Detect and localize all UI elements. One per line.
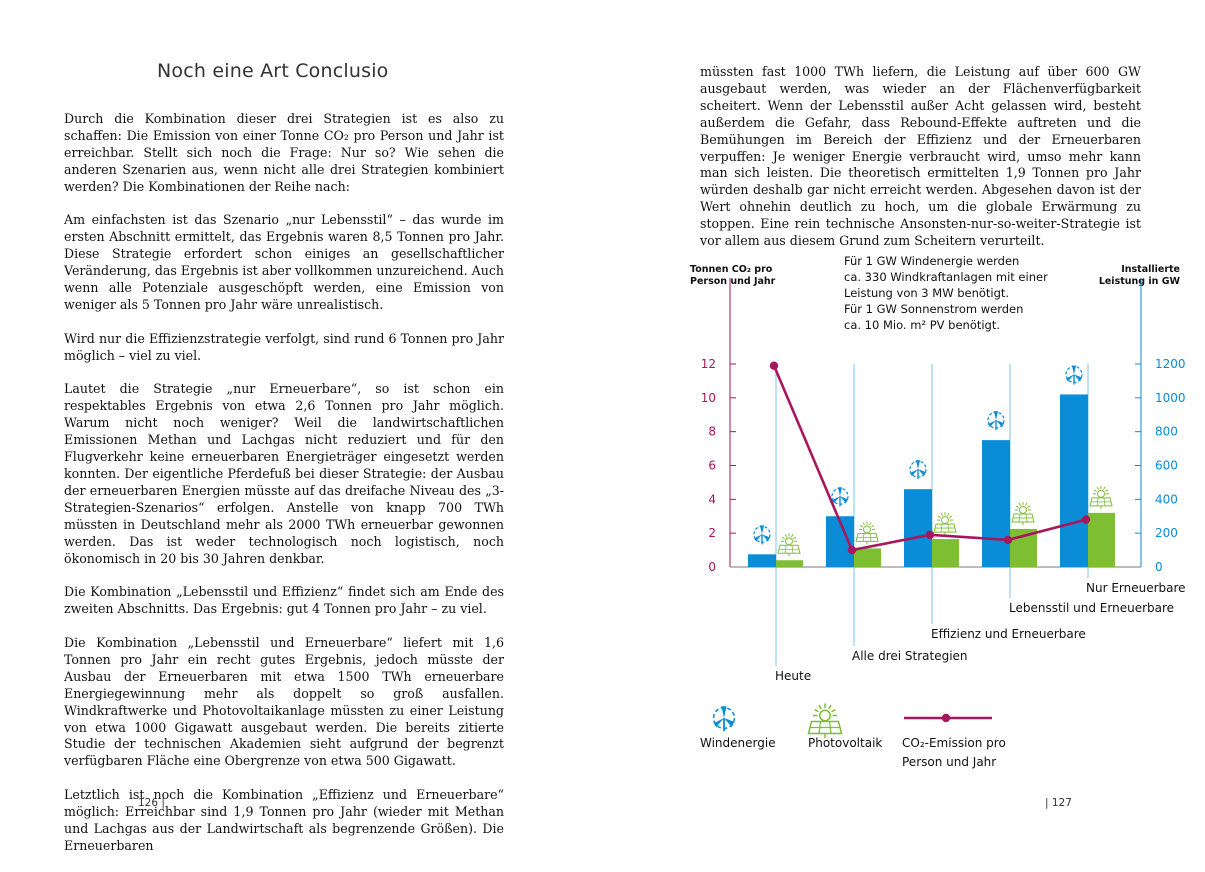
left-body-text: Durch die Kombination dieser drei Strate… — [64, 111, 504, 872]
wind-turbine-icon — [909, 460, 927, 480]
left-tick-label: 6 — [708, 459, 716, 473]
wind-bar — [982, 440, 1010, 567]
left-tick-label: 8 — [708, 425, 716, 439]
legend-line-point — [941, 713, 951, 723]
left-tick-label: 2 — [708, 526, 716, 540]
category-label: Nur Erneuerbare — [1086, 581, 1186, 595]
paragraph: Lautet die Strategie „nur Erneuerbare“, … — [64, 381, 504, 566]
chart-note-line: ca. 330 Windkraftanlagen mit einer — [844, 270, 1048, 284]
wind-turbine-icon — [753, 525, 771, 545]
category-label: Effizienz und Erneuerbare — [931, 627, 1086, 641]
pv-bar — [1088, 512, 1115, 567]
right-body-text: müssten fast 1000 TWh liefern, die Leist… — [700, 64, 1141, 267]
paragraph: Letztlich ist noch die Kombination „Effi… — [64, 787, 504, 853]
left-tick-label: 12 — [701, 357, 716, 371]
legend-label: Windenergie — [700, 736, 776, 750]
chart-note-line: Für 1 GW Windenergie werden — [844, 254, 1019, 268]
solar-panel-icon — [1011, 501, 1035, 525]
paragraph: Die Kombination „Lebensstil und Erneuerb… — [64, 635, 504, 769]
page-heading: Noch eine Art Conclusio — [157, 60, 389, 82]
chart-note-line: ca. 10 Mio. m² PV benötigt. — [844, 318, 1000, 332]
solar-panel-icon — [777, 533, 801, 557]
paragraph: Die Kombination „Lebensstil und Effizien… — [64, 584, 504, 617]
legend-label: Person und Jahr — [902, 755, 996, 769]
co2-point — [847, 545, 857, 555]
left-tick-label: 0 — [708, 560, 716, 574]
legend-label: CO₂-Emission pro — [902, 736, 1006, 750]
pv-bar — [776, 560, 803, 567]
wind-turbine-icon — [831, 487, 849, 507]
right-axis-title: Leistung in GW — [1099, 276, 1181, 287]
wind-turbine-icon — [712, 706, 736, 731]
pv-bar — [854, 548, 881, 567]
category-label: Lebensstil und Erneuerbare — [1009, 601, 1174, 615]
co2-point — [769, 361, 779, 370]
chart-note-line: Leistung von 3 MW benötigt. — [844, 286, 1009, 300]
wind-turbine-icon — [1065, 365, 1083, 385]
paragraph: Am einfachsten ist das Szenario „nur Leb… — [64, 212, 504, 312]
co2-point — [1003, 535, 1013, 545]
wind-bar — [1060, 394, 1088, 567]
co2-point — [1081, 515, 1091, 524]
right-tick-label: 400 — [1155, 492, 1178, 506]
solar-panel-icon — [855, 521, 879, 545]
chart-note-line: Für 1 GW Sonnenstrom werden — [844, 302, 1023, 316]
solar-panel-icon — [933, 512, 957, 536]
paragraph: Durch die Kombination dieser drei Strate… — [64, 111, 504, 194]
solar-panel-icon — [807, 703, 843, 738]
wind-bar — [904, 489, 932, 567]
right-tick-label: 0 — [1155, 560, 1163, 574]
page-number-left: 126 | — [138, 797, 165, 809]
right-tick-label: 200 — [1155, 526, 1178, 540]
co2-point — [925, 530, 935, 540]
right-axis-title: Installierte — [1121, 264, 1180, 275]
left-page: Noch eine Art Conclusio Durch die Kombin… — [0, 0, 602, 853]
wind-bar — [748, 554, 776, 567]
right-tick-label: 800 — [1155, 425, 1178, 439]
category-label: Heute — [775, 669, 811, 683]
left-axis-title: Tonnen CO₂ pro — [690, 264, 773, 275]
right-tick-label: 1000 — [1155, 391, 1186, 405]
left-tick-label: 4 — [708, 492, 716, 506]
right-tick-label: 1200 — [1155, 357, 1186, 371]
pv-bar — [932, 539, 959, 567]
category-label: Alle drei Strategien — [852, 649, 968, 663]
page-number-right: | 127 — [1045, 797, 1072, 809]
left-axis-title: Person und Jahr — [690, 276, 776, 287]
wind-turbine-icon — [987, 411, 1005, 431]
paragraph: müssten fast 1000 TWh liefern, die Leist… — [700, 64, 1141, 249]
left-tick-label: 10 — [701, 391, 716, 405]
solar-panel-icon — [1089, 485, 1113, 509]
legend-label: Photovoltaik — [808, 736, 882, 750]
paragraph: Wird nur die Effizienzstrategie verfolgt… — [64, 330, 504, 363]
right-tick-label: 600 — [1155, 459, 1178, 473]
